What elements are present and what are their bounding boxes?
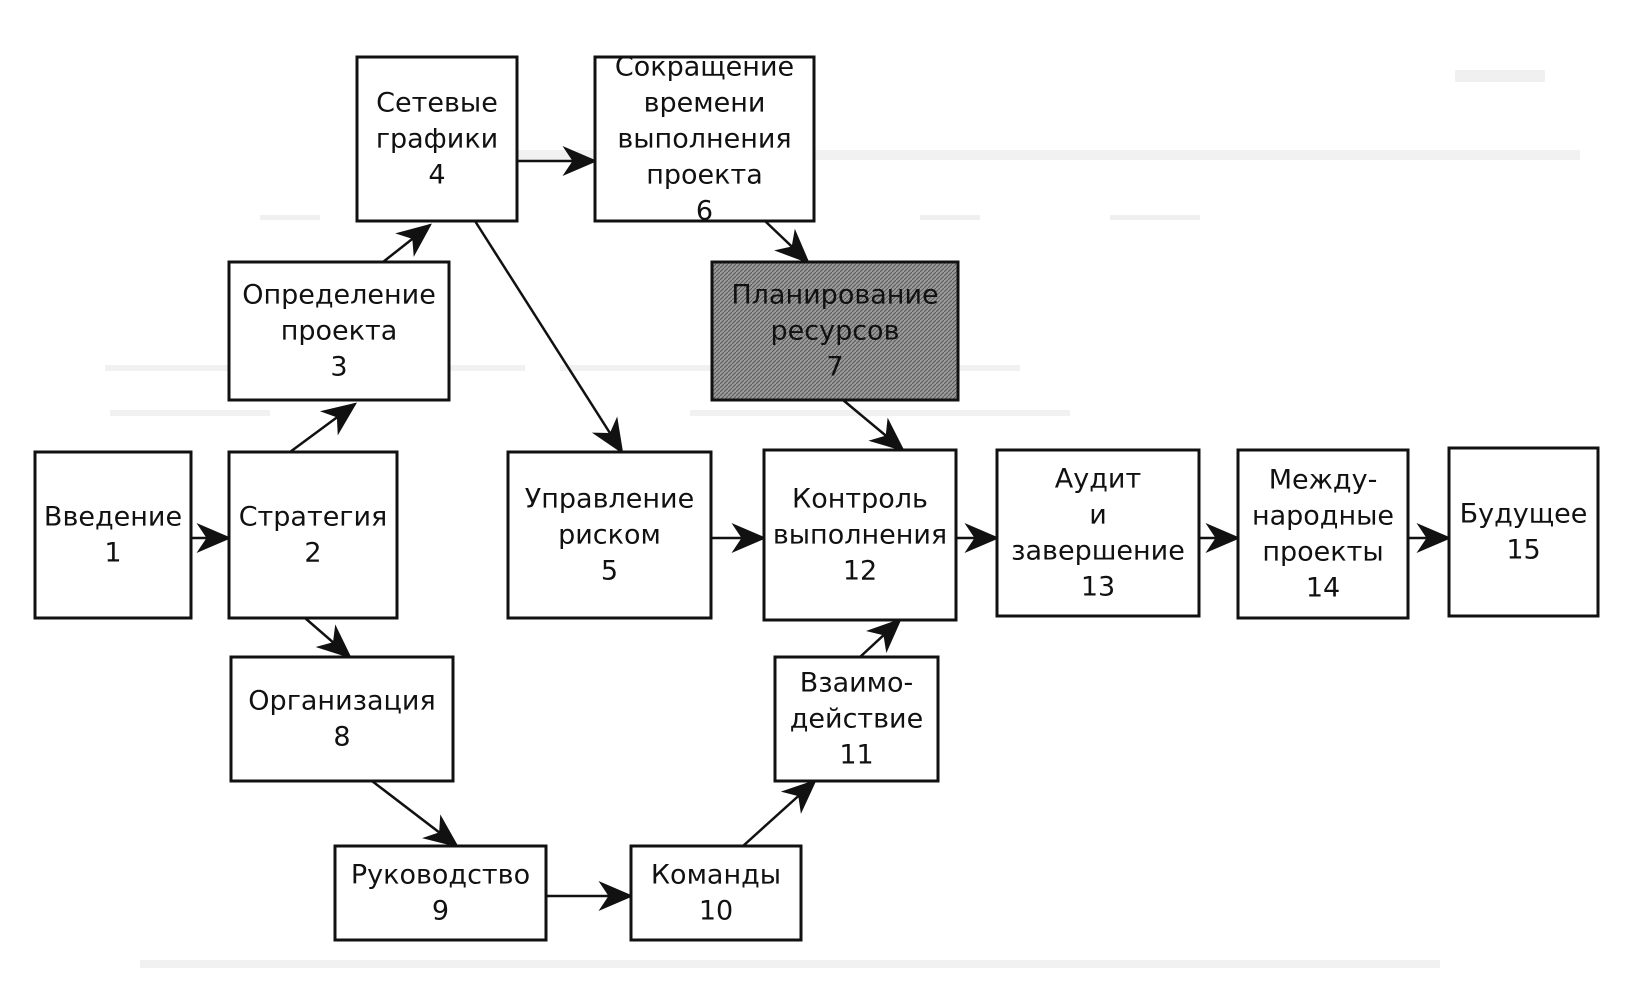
node-10-line-0: Команды	[651, 860, 781, 891]
node-4: Сетевые графики 4	[355, 55, 519, 223]
node-1-line-0: Введение	[44, 502, 182, 533]
node-13-line-1: и	[1089, 500, 1107, 531]
node-4-line-2: 4	[428, 160, 445, 191]
node-4-line-0: Сетевые	[376, 88, 498, 119]
node-7-box	[710, 260, 960, 402]
node-2: Стратегия 2	[227, 450, 399, 620]
node-5: Управление риском 5	[506, 450, 713, 620]
node-4-box	[355, 55, 519, 223]
node-6-box	[593, 55, 816, 223]
node-10: Команды 10	[629, 844, 803, 942]
node-11-line-1: действие	[790, 704, 923, 735]
node-12-line-1: выполнения	[773, 520, 947, 551]
node-5-line-1: риском	[558, 520, 661, 551]
node-4-line-1: графики	[376, 124, 498, 155]
node-12-line-2: 12	[843, 556, 877, 587]
node-6-line-1: времени	[644, 88, 766, 119]
node-11-line-2: 11	[839, 740, 873, 771]
node-14-line-0: Между-	[1269, 465, 1378, 496]
node-13: Аудит и завершение 13	[995, 448, 1201, 618]
node-6-line-0: Сокращение	[615, 52, 794, 83]
node-8: Организация 8	[229, 655, 455, 783]
node-9: Руководство 9	[333, 844, 548, 942]
node-13-line-2: завершение	[1011, 536, 1185, 567]
node-1-box	[33, 450, 193, 620]
arrow-2-to-3	[289, 402, 358, 454]
node-2-line-0: Стратегия	[239, 502, 388, 533]
node-3-line-1: проекта	[281, 316, 398, 347]
node-12-line-0: Контроль	[792, 484, 928, 515]
node-12: Контроль выполнения 12	[762, 448, 958, 622]
node-11-line-0: Взаимо-	[800, 668, 914, 699]
node-1: Введение 1	[33, 450, 193, 620]
node-12-box	[762, 448, 958, 622]
node-13-line-0: Аудит	[1055, 464, 1141, 495]
node-15-box	[1447, 446, 1600, 618]
arrow-4-to-5	[473, 220, 624, 455]
node-9-line-1: 9	[432, 896, 449, 927]
node-5-box	[506, 450, 713, 620]
node-14-line-2: проекты	[1262, 537, 1383, 568]
node-7: Планирование ресурсов 7	[710, 260, 960, 402]
node-9-line-0: Руководство	[351, 860, 530, 891]
node-8-line-1: 8	[333, 722, 350, 753]
node-3-line-2: 3	[330, 352, 347, 383]
node-14-box	[1236, 448, 1410, 620]
arrow-6-to-7	[764, 220, 810, 264]
arrow-8-to-9	[371, 780, 459, 848]
node-15-line-0: Будущее	[1460, 499, 1588, 530]
arrow-3-to-4	[382, 223, 432, 263]
node-14-line-1: народные	[1252, 501, 1394, 532]
nodes-layer: Введение 1 Стратегия 2 Определение проекта 3 Се…	[33, 52, 1600, 942]
node-13-line-3: 13	[1081, 572, 1115, 603]
node-7-line-2: 7	[826, 352, 843, 383]
arrow-11-to-12	[859, 618, 902, 658]
node-11-box	[773, 655, 940, 783]
arrow-7-to-12	[842, 399, 905, 452]
node-6: Сокращение времени выполнения проекта 6	[593, 52, 816, 227]
node-15-line-1: 15	[1506, 535, 1540, 566]
node-10-line-1: 10	[699, 896, 733, 927]
node-5-line-2: 5	[601, 556, 618, 587]
node-6-line-2: выполнения	[617, 124, 791, 155]
node-3-line-0: Определение	[242, 280, 436, 311]
node-15: Будущее 15	[1447, 446, 1600, 618]
node-1-line-1: 1	[104, 538, 121, 569]
node-8-line-0: Организация	[248, 686, 435, 717]
node-6-line-3: проекта	[646, 160, 763, 191]
node-10-box	[629, 844, 803, 942]
node-8-box	[229, 655, 455, 783]
node-2-line-1: 2	[304, 538, 321, 569]
arrow-10-to-11	[742, 779, 817, 847]
node-13-box	[995, 448, 1201, 618]
node-3: Определение проекта 3	[227, 260, 451, 402]
node-3-box	[227, 260, 451, 402]
node-7-line-0: Планирование	[731, 280, 938, 311]
node-5-line-0: Управление	[525, 484, 694, 515]
edges-layer	[178, 146, 1452, 911]
node-11: Взаимо-действие 11	[773, 655, 940, 783]
node-14: Между-народные проекты 14	[1236, 448, 1410, 620]
node-2-box	[227, 450, 399, 620]
node-6-line-4: 6	[696, 196, 713, 227]
arrow-2-to-8	[304, 617, 352, 659]
node-7-line-1: ресурсов	[771, 316, 900, 347]
node-14-line-3: 14	[1306, 573, 1340, 604]
node-9-box	[333, 844, 548, 942]
